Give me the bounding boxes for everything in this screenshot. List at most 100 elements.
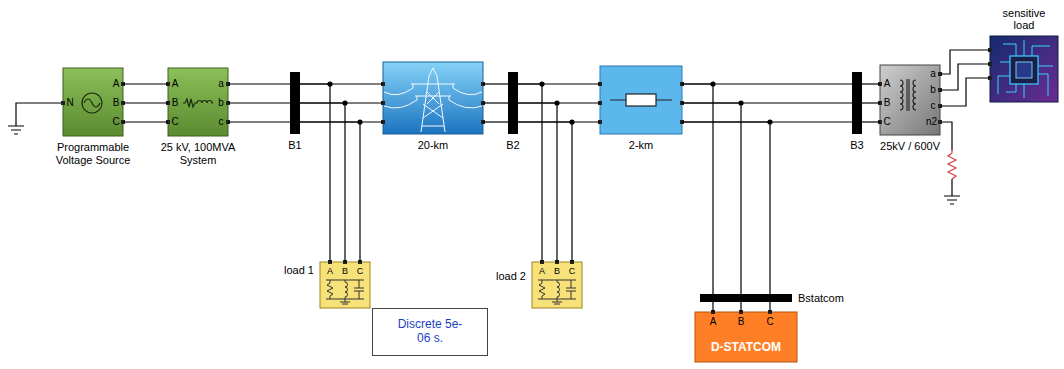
port-label: A <box>113 79 120 89</box>
rlc-load-symbol <box>532 262 582 308</box>
wire <box>300 121 383 122</box>
port-label: C <box>171 117 178 127</box>
port-label: n2 <box>926 117 937 127</box>
load-block: ABCload 2 <box>532 262 582 308</box>
port-marks <box>61 48 992 314</box>
three-phase-wire <box>228 84 290 122</box>
wire <box>123 121 168 122</box>
solver-label: Discrete 5e-06 s. <box>395 318 465 346</box>
block-name: sensitive load <box>996 7 1052 32</box>
port-label: A <box>327 267 333 276</box>
port-label: A <box>710 317 717 327</box>
block-name: 2-km <box>629 139 653 152</box>
port-label: B <box>172 98 179 108</box>
three-phase-wire <box>518 84 600 122</box>
source-impedance-symbol <box>168 68 228 136</box>
resistor-symbol <box>600 66 682 134</box>
transformer-symbol <box>880 65 940 135</box>
wire <box>682 122 770 294</box>
junction-dot <box>767 119 772 124</box>
port-label: B <box>884 98 891 108</box>
port-label: B <box>342 267 348 276</box>
wire <box>682 84 713 294</box>
neutral-grounding <box>940 122 960 204</box>
wire <box>518 102 600 103</box>
three-phase-wire <box>713 302 770 312</box>
block-name: D-STATCOM <box>711 341 781 353</box>
transformer-block: ABCabcn225kV / 600V <box>880 65 940 135</box>
wire <box>300 122 360 262</box>
port-label: A <box>539 267 545 276</box>
port-label: c <box>931 101 936 111</box>
wire <box>712 302 713 312</box>
circuit-chip-picture <box>998 40 1053 98</box>
three-phase-wire <box>300 84 383 122</box>
bus-bar: B1 <box>290 72 300 134</box>
block-name: 25 kV, 100MVA System <box>153 141 243 166</box>
wire <box>940 78 990 106</box>
wire <box>123 83 168 84</box>
voltage-source-symbol <box>84 99 100 107</box>
bus-label: Bstatcom <box>798 292 844 305</box>
wire <box>862 83 880 84</box>
wire <box>518 122 572 262</box>
port-label: N <box>66 98 73 108</box>
rlc-load-symbol <box>326 280 364 304</box>
wire <box>518 103 557 262</box>
bus-bar: B3 <box>852 72 862 134</box>
wire <box>862 102 880 103</box>
wire <box>940 64 990 90</box>
block-name: 25kV / 600V <box>868 140 952 153</box>
statcom-block: ABCD-STATCOM <box>695 312 797 362</box>
block-name: load 2 <box>496 270 526 283</box>
port-label: b <box>930 85 936 95</box>
wire <box>769 302 770 312</box>
bus-label: B1 <box>288 139 301 152</box>
line-block: 2-km <box>600 66 682 134</box>
port-label: B <box>113 98 120 108</box>
wire <box>940 50 990 74</box>
bus-label: B3 <box>850 139 863 152</box>
resistor-symbol <box>626 94 656 106</box>
wire <box>300 103 345 262</box>
load-block: ABCload 1 <box>320 262 370 308</box>
bus-label: B2 <box>506 139 519 152</box>
source-impedance-symbol <box>183 99 213 107</box>
block-name: 20-km <box>418 139 449 152</box>
rlc-load-symbol <box>320 262 370 308</box>
wire <box>300 102 383 103</box>
port-label: B <box>554 267 560 276</box>
transmission-tower-picture <box>383 62 483 134</box>
circuit-chip-picture <box>990 36 1058 102</box>
wire <box>228 83 290 84</box>
junction-dot <box>738 100 743 105</box>
wire <box>483 102 508 103</box>
source-impedance-symbol <box>168 68 228 136</box>
ground-symbol <box>8 103 63 134</box>
neutral-grounding <box>948 150 956 179</box>
circuit-chip-picture <box>1016 62 1032 78</box>
wire <box>300 84 330 262</box>
transmission-tower-picture <box>383 62 483 134</box>
port-label: C <box>883 117 890 127</box>
wire <box>518 121 600 122</box>
wire <box>682 103 741 294</box>
port-label: C <box>112 117 119 127</box>
transformer-symbol <box>880 65 940 135</box>
transformer-symbol <box>900 79 916 111</box>
circuit-chip-picture <box>1010 56 1038 84</box>
port-label: A <box>172 79 179 89</box>
resistor-symbol <box>600 66 682 134</box>
voltage-source-symbol <box>82 93 102 113</box>
wire <box>740 302 741 312</box>
wire <box>483 121 508 122</box>
wire <box>518 84 542 262</box>
bus-bar: Bstatcom <box>700 294 792 302</box>
port-label: C <box>357 267 364 276</box>
wire <box>483 83 508 84</box>
solver-block: Discrete 5e-06 s. <box>372 308 488 356</box>
three-phase-wire <box>862 84 880 122</box>
